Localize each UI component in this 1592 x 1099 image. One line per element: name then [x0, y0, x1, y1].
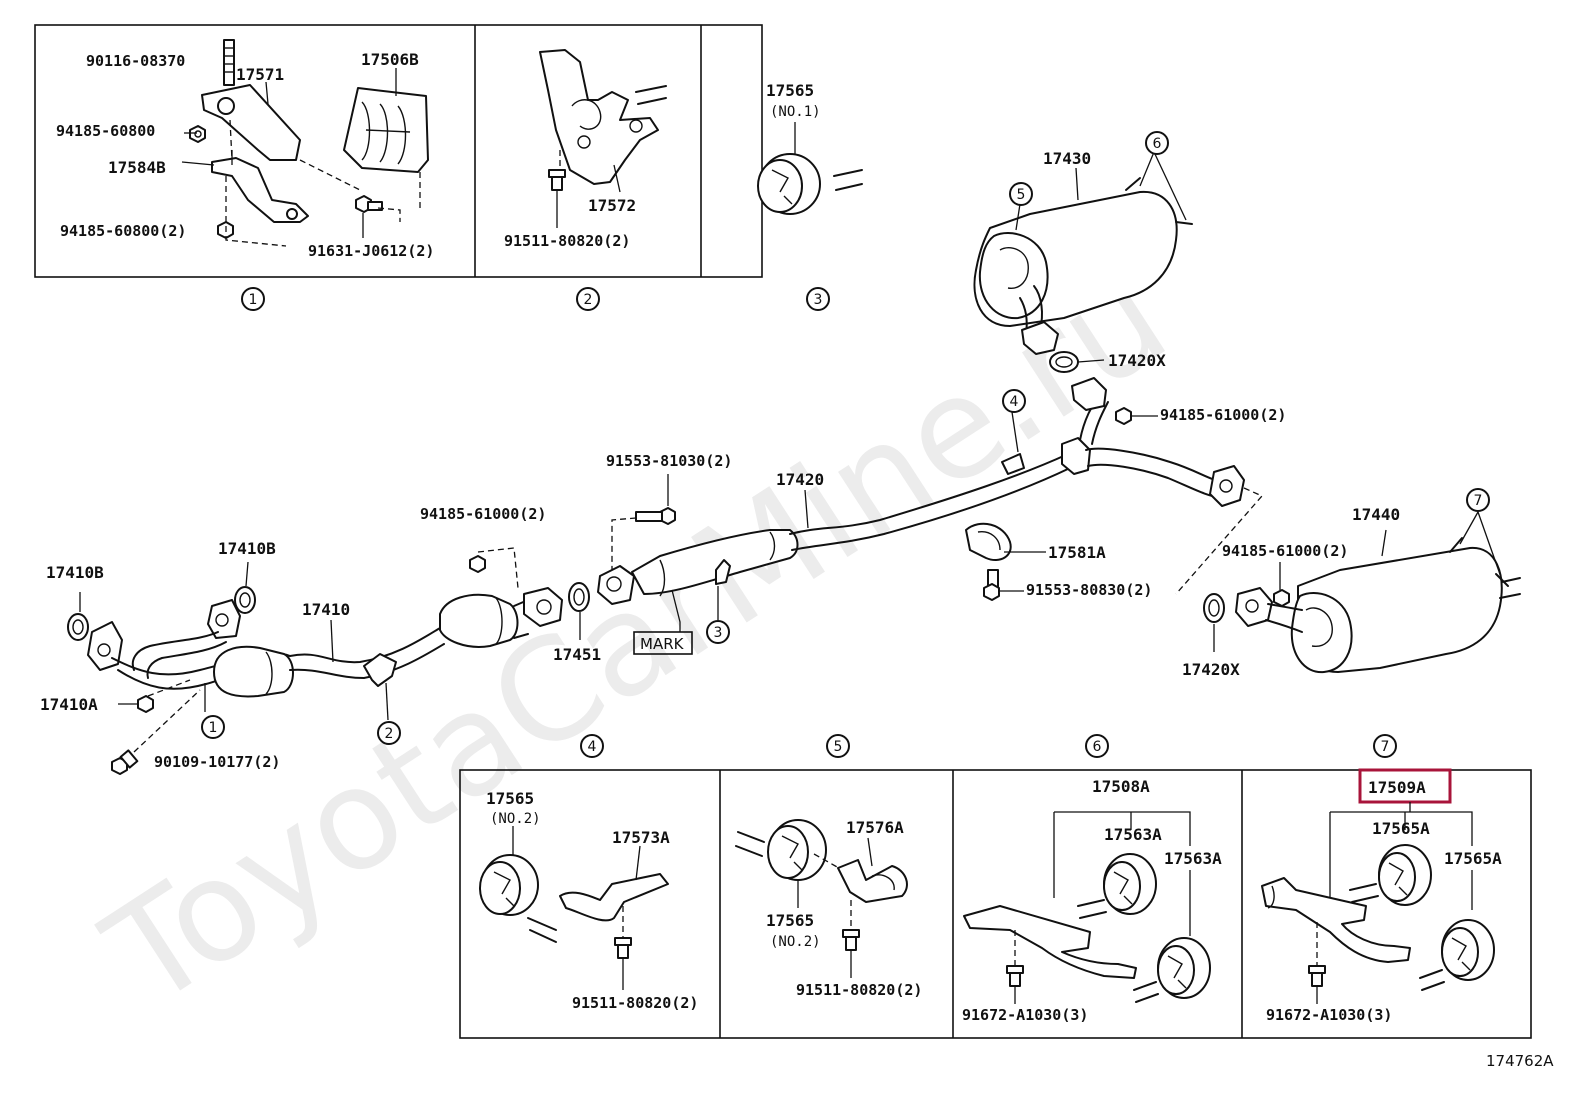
label-17572: 17572 [588, 196, 636, 215]
highlight-17509A [1358, 768, 1452, 804]
ref-circle-5-main: 5 [1009, 182, 1033, 206]
detail-6-drawing [963, 811, 1211, 1004]
label-17430: 17430 [1043, 149, 1091, 168]
detail-7-drawing [1261, 768, 1495, 1004]
label-17410B-right: 17410B [218, 539, 276, 558]
label-no1: (NO.1) [770, 104, 821, 120]
ref-circle-1-main: 1 [201, 715, 225, 739]
label-90109-10177: 90109-10177(2) [154, 753, 280, 771]
label-17420: 17420 [776, 470, 824, 489]
center-pipe-assembly [597, 377, 1245, 632]
label-91511-80820-d4: 91511-80820(2) [572, 994, 698, 1012]
label-17565A-upper: 17565A [1372, 819, 1430, 838]
gasket-17420X-lower [1203, 593, 1225, 652]
label-17440: 17440 [1352, 505, 1400, 524]
svg-text:3: 3 [714, 625, 723, 641]
label-17565-no1: 17565 [766, 81, 814, 100]
label-17584B: 17584B [108, 158, 166, 177]
svg-text:1: 1 [209, 720, 218, 736]
ref-circle-3-main: 3 [706, 620, 730, 644]
gasket-17420X-upper [1049, 351, 1105, 373]
svg-text:6: 6 [1153, 136, 1162, 152]
label-no2-d4: (NO.2) [490, 811, 541, 827]
label-17563A-upper: 17563A [1104, 825, 1162, 844]
gasket-17451 [568, 582, 590, 640]
label-91511-80820-d5: 91511-80820(2) [796, 981, 922, 999]
label-17571: 17571 [236, 65, 284, 84]
label-17420X-upper: 17420X [1108, 351, 1166, 370]
mark-label-box: MARK [633, 631, 693, 655]
label-no2-d5: (NO.2) [770, 934, 821, 950]
svg-text:2: 2 [385, 726, 394, 742]
ref-circle-6-bottom: 6 [1085, 734, 1109, 758]
label-94185-61000-upper: 94185-61000(2) [1160, 406, 1286, 424]
front-muffler-17430 [973, 151, 1193, 355]
label-17581A: 17581A [1048, 543, 1106, 562]
label-17420X-lower: 17420X [1182, 660, 1240, 679]
label-91672-A1030-d7: 91672-A1030(3) [1266, 1006, 1392, 1024]
detail-4-drawing [479, 826, 669, 990]
label-17410: 17410 [302, 600, 350, 619]
label-91553-80830: 91553-80830(2) [1026, 581, 1152, 599]
label-91672-A1030-d6: 91672-A1030(3) [962, 1006, 1088, 1024]
top-detail-boxes [34, 24, 763, 278]
detail-5-drawing [735, 819, 908, 978]
label-94185-60800-2: 94185-60800(2) [60, 222, 186, 240]
bottom-detail-boxes [459, 769, 1532, 1039]
svg-text:1: 1 [249, 292, 258, 308]
ref-circle-7-main: 7 [1466, 488, 1490, 512]
label-17410B-left: 17410B [46, 563, 104, 582]
label-17410A: 17410A [40, 695, 98, 714]
ref-circle-6-main: 6 [1145, 131, 1169, 155]
svg-text:5: 5 [834, 739, 843, 755]
ref-circle-7-bottom: 7 [1373, 734, 1397, 758]
label-94185-60800: 94185-60800 [56, 122, 155, 140]
detail-3-drawing [757, 122, 863, 215]
ref-circle-1-top: 1 [241, 287, 265, 311]
label-17451: 17451 [553, 645, 601, 664]
label-17576A: 17576A [846, 818, 904, 837]
svg-text:3: 3 [814, 292, 823, 308]
label-17506B: 17506B [361, 50, 419, 69]
detail-2-drawing [539, 49, 667, 228]
label-17508A: 17508A [1092, 777, 1150, 796]
svg-text:7: 7 [1474, 493, 1483, 509]
label-90116-08370: 90116-08370 [86, 52, 185, 70]
ref-circle-5-bottom: 5 [826, 734, 850, 758]
label-94185-61000-left: 94185-61000(2) [420, 505, 546, 523]
front-pipe-assembly [67, 547, 563, 775]
label-91511-80820-top: 91511-80820(2) [504, 232, 630, 250]
label-91553-81030: 91553-81030(2) [606, 452, 732, 470]
label-94185-61000-right: 94185-61000(2) [1222, 542, 1348, 560]
label-17565A-lower: 17565A [1444, 849, 1502, 868]
label-17563A-lower: 17563A [1164, 849, 1222, 868]
svg-text:MARK: MARK [640, 635, 685, 653]
label-91631-J0612: 91631-J0612(2) [308, 242, 434, 260]
label-17509A: 17509A [1368, 778, 1426, 797]
svg-text:7: 7 [1381, 739, 1390, 755]
svg-text:2: 2 [584, 292, 593, 308]
label-17573A: 17573A [612, 828, 670, 847]
svg-text:4: 4 [588, 739, 597, 755]
svg-text:5: 5 [1017, 187, 1026, 203]
ref-circle-2-top: 2 [576, 287, 600, 311]
diagram-code: 174762A [1486, 1052, 1554, 1070]
detail-1-drawing [181, 39, 429, 247]
ref-circle-2-main: 2 [377, 721, 401, 745]
svg-text:6: 6 [1093, 739, 1102, 755]
label-17565-no2-d4: 17565 [486, 789, 534, 808]
ref-circle-4-main: 4 [1002, 389, 1026, 413]
tail-muffler-17440 [1175, 487, 1521, 674]
ref-circle-4-bottom: 4 [580, 734, 604, 758]
label-17565-no2-d5: 17565 [766, 911, 814, 930]
ref-circle-3-top: 3 [806, 287, 830, 311]
svg-text:4: 4 [1010, 394, 1019, 410]
